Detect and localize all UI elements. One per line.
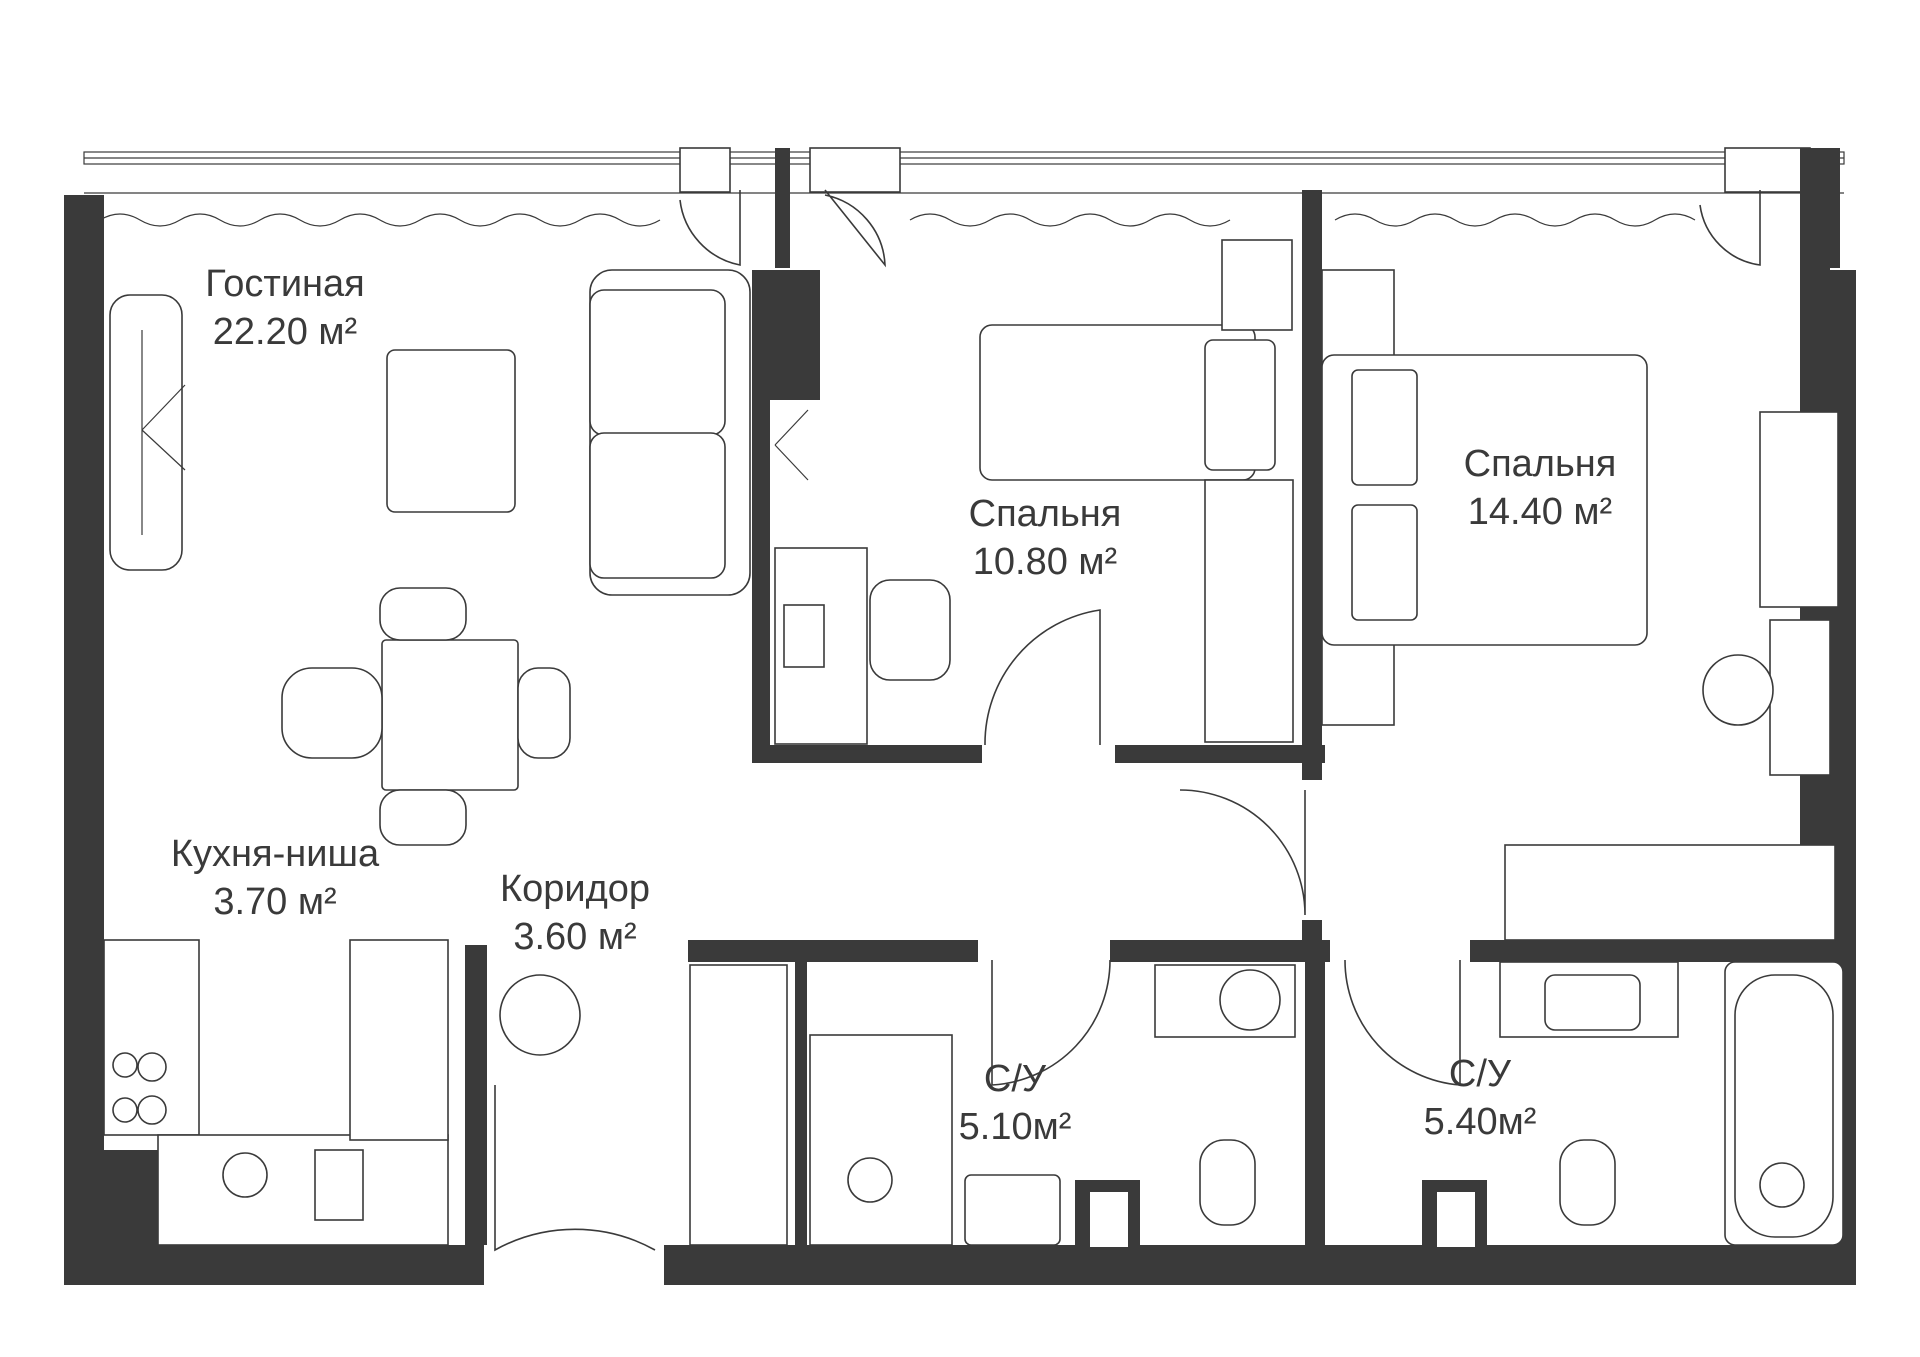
- room-label-bedroom-small: Спальня 10.80 м²: [935, 490, 1155, 586]
- room-label-kitchen: Кухня-ниша 3.70 м²: [155, 830, 395, 926]
- walls: [64, 148, 1856, 1285]
- room-name: Спальня: [1463, 443, 1617, 485]
- furniture: [103, 239, 1844, 1246]
- room-name: Кухня-ниша: [170, 833, 380, 875]
- windows: [83, 147, 1845, 227]
- room-area: 3.60 м²: [513, 916, 637, 958]
- room-area: 5.40м²: [1423, 1101, 1537, 1143]
- room-label-bedroom-large: Спальня 14.40 м²: [1430, 440, 1650, 536]
- room-name: С/У: [1448, 1053, 1512, 1095]
- room-name: Спальня: [968, 493, 1122, 535]
- room-area: 3.70 м²: [213, 881, 337, 923]
- room-label-bath-2: С/У 5.40м²: [1390, 1050, 1570, 1146]
- room-area: 22.20 м²: [212, 311, 358, 353]
- room-name: Коридор: [499, 868, 651, 910]
- room-area: 5.10м²: [958, 1106, 1072, 1148]
- room-name: С/У: [983, 1058, 1047, 1100]
- room-name: Гостиная: [205, 263, 365, 305]
- doors: [494, 189, 1761, 1252]
- room-label-corridor: Коридор 3.60 м²: [475, 865, 675, 961]
- room-label-living: Гостиная 22.20 м²: [185, 260, 385, 356]
- room-area: 10.80 м²: [972, 541, 1118, 583]
- room-label-bath-1: С/У 5.10м²: [925, 1055, 1105, 1151]
- room-area: 14.40 м²: [1467, 491, 1613, 533]
